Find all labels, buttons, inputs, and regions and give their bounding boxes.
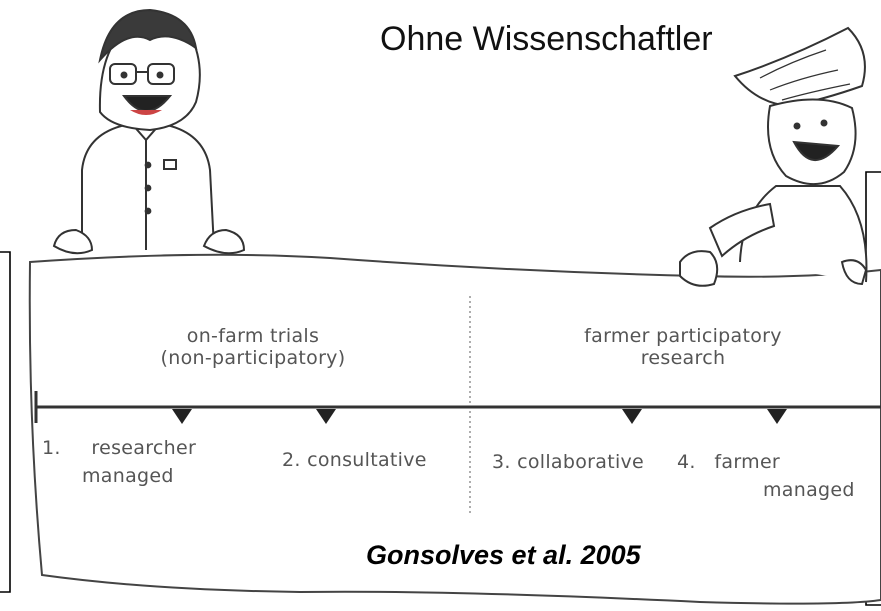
- stage-marker-1: [172, 409, 192, 424]
- section-label-participatory-line2: research: [640, 346, 726, 369]
- stage-1-label-line2: managed: [82, 465, 174, 487]
- stage-3-text: collaborative: [517, 451, 645, 473]
- scientist-illustration: [52, 8, 246, 255]
- stage-marker-2: [316, 409, 336, 424]
- stage-1-number: 1.: [42, 437, 61, 459]
- stage-4-number: 4.: [677, 451, 696, 473]
- page-heading: Ohne Wissenschaftler: [380, 20, 713, 58]
- left-bracket: [0, 251, 11, 593]
- stage-1-label: 1. researcher: [42, 437, 197, 460]
- stage-3-label: 3. collaborative: [492, 451, 645, 474]
- citation: Gonsolves et al. 2005: [366, 540, 641, 570]
- section-label-on-farm-line2: (non-participatory): [160, 346, 346, 369]
- banner-sheet: [28, 253, 881, 605]
- section-label-participatory-line1: farmer participatory: [584, 325, 782, 347]
- section-label-on-farm-line1: on-farm trials: [186, 325, 320, 347]
- stage-2-text: consultative: [307, 449, 427, 471]
- stage-2-number: 2.: [282, 449, 301, 471]
- stage-marker-3: [622, 409, 642, 424]
- stage-marker-4: [767, 409, 787, 424]
- stage-1-text: researcher: [91, 437, 197, 459]
- farmer-illustration: [679, 26, 868, 287]
- stage-4-label: 4. farmer: [677, 451, 781, 474]
- section-label-participatory: farmer participatory research: [548, 325, 818, 370]
- stage-4-text: farmer: [714, 451, 781, 473]
- stage-4-label-line2: managed: [763, 479, 855, 501]
- section-label-on-farm: on-farm trials (non-participatory): [128, 325, 378, 370]
- stage-2-label: 2. consultative: [282, 449, 427, 472]
- stage-3-number: 3.: [492, 451, 511, 473]
